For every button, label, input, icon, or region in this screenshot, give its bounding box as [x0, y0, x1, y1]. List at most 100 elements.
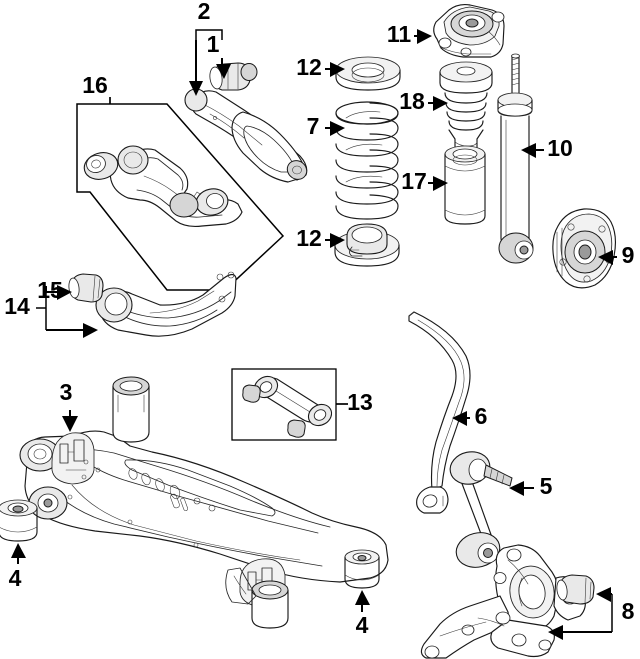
strut-mount-bolt-hole-left: [438, 37, 452, 49]
bushing-4a-band: [0, 526, 38, 533]
lower-arm-outer-eye: [286, 160, 308, 180]
subframe-rivet-2: [67, 494, 73, 500]
bump-stop-rib-3: [446, 111, 486, 122]
spring-seat-upper-hole: [351, 62, 385, 78]
ball-joint-collar: [209, 66, 223, 90]
part-coil-spring: [335, 101, 399, 220]
shock-tube: [500, 115, 530, 247]
knuckle-hub-arc: [518, 577, 523, 607]
coil-inner-shadow-1: [345, 111, 381, 119]
toe-link-spacer-b: [287, 419, 306, 438]
callout-leader-17: [428, 176, 448, 191]
callout-outline-16: [76, 103, 285, 291]
callout-label-3: 3: [60, 379, 73, 405]
subframe-hole-f: [208, 504, 216, 512]
part-spring-seat-upper: [335, 56, 401, 91]
subframe-left-housing-bore: [43, 498, 53, 508]
part-toe-link-arm-kit: [231, 368, 348, 441]
callout-label-6: 6: [475, 403, 488, 429]
subframe-mount-bracket: [51, 432, 95, 485]
part-shock-absorber: [497, 53, 534, 264]
coil-turn-3: [335, 133, 399, 157]
knuckle-bolt-leg-end: [424, 645, 440, 659]
lower-arm-wide-end: [231, 111, 306, 183]
upper-arm-end-eye: [169, 192, 199, 218]
subframe-lower-rail: [59, 496, 323, 567]
hub-stud-2: [598, 225, 606, 233]
callout-leader-4a: [11, 543, 26, 564]
subframe-bracket-web: [65, 451, 87, 471]
knuckle-rib-2: [477, 617, 505, 627]
callout-leader-18: [428, 96, 448, 111]
bushing-4a-body: [0, 507, 38, 542]
callout-label-13: 13: [347, 389, 373, 415]
spring-seat-lower-hole: [351, 226, 383, 244]
trailing-arm-crease-3: [149, 290, 215, 314]
coil-turn-1: [335, 102, 399, 125]
bump-stop-rib-2: [445, 102, 487, 113]
knuckle-bolt-upper-left: [493, 572, 507, 584]
trailing-arm-bushing-seam: [92, 275, 101, 302]
upper-arm-left-bushing-core: [91, 159, 101, 169]
bushing-4b-band: [344, 574, 380, 581]
callout-label-18: 18: [399, 88, 425, 114]
callout-label-4b: 4: [356, 612, 369, 638]
part-shock-dust-boot: [444, 145, 486, 225]
knuckle-bushing-seam: [584, 577, 592, 604]
part-bump-stop: [439, 61, 493, 158]
upper-arm-center-joint-ring: [123, 151, 143, 169]
callout-bracket-8: [548, 587, 613, 640]
dust-boot-body: [444, 153, 486, 225]
part-strut-upper-mount: [433, 3, 505, 58]
callout-bracket-2: [189, 29, 223, 96]
subframe-upper-tube: [112, 386, 150, 443]
dust-boot-band-bottom: [444, 209, 486, 216]
dust-boot-bore-lower: [452, 154, 478, 166]
knuckle-rib-1: [507, 559, 529, 585]
subframe-main-body: [24, 430, 389, 583]
coil-turn-6: [335, 181, 399, 205]
spring-seat-upper-hole-lower: [351, 67, 385, 83]
callout-label-16: 16: [82, 72, 108, 98]
shock-rod-thread: [511, 57, 520, 86]
subframe-rivet-4: [193, 542, 199, 548]
bushing-4b-body: [344, 556, 380, 589]
hub-center-hole: [578, 244, 592, 260]
callout-label-5: 5: [540, 473, 553, 499]
part-knuckle-bushing: [556, 574, 595, 605]
knuckle-rib-3: [439, 621, 487, 637]
upper-arm-right-bushing-inner: [206, 193, 224, 209]
callout-label-7: 7: [307, 113, 320, 139]
callout-leader-3: [62, 410, 78, 432]
subframe-rear-tube: [251, 590, 289, 629]
callout-label-15: 15: [37, 277, 63, 303]
subframe-rear-pad: [225, 567, 257, 605]
subframe-hole-c: [155, 478, 165, 492]
bump-stop-taper-ring-1: [454, 141, 478, 147]
part-stabilizer-bar: [408, 311, 471, 514]
subframe-front-left-eye-inner: [27, 443, 53, 465]
callout-label-2: 2: [198, 0, 211, 24]
stab-link-thread-1: [489, 468, 493, 479]
coil-inner-shadow-3: [345, 175, 383, 183]
shock-lower-eye-bore: [519, 245, 529, 255]
callout-leader-4b: [355, 590, 370, 612]
part-rear-subframe: [19, 376, 389, 629]
stab-link-thread-2: [495, 471, 499, 482]
callout-leader-7: [325, 121, 345, 136]
part-ball-joint-bushing: [209, 62, 258, 91]
callout-label-4a: 4: [9, 565, 22, 591]
stab-link-upper-joint-inner: [468, 458, 488, 482]
subframe-low-curve: [71, 484, 301, 561]
stabilizer-bar-top-cut: [408, 311, 415, 317]
stab-link-stud: [483, 464, 513, 487]
callout-label-10: 10: [547, 135, 573, 161]
lower-arm-dimple: [213, 116, 217, 120]
part-rear-knuckle: [420, 544, 595, 659]
subframe-bracket-hole-2: [81, 474, 87, 480]
callout-label-9: 9: [622, 242, 635, 268]
callout-leader-9: [598, 250, 617, 265]
coil-inner-shadow-2: [345, 143, 383, 151]
